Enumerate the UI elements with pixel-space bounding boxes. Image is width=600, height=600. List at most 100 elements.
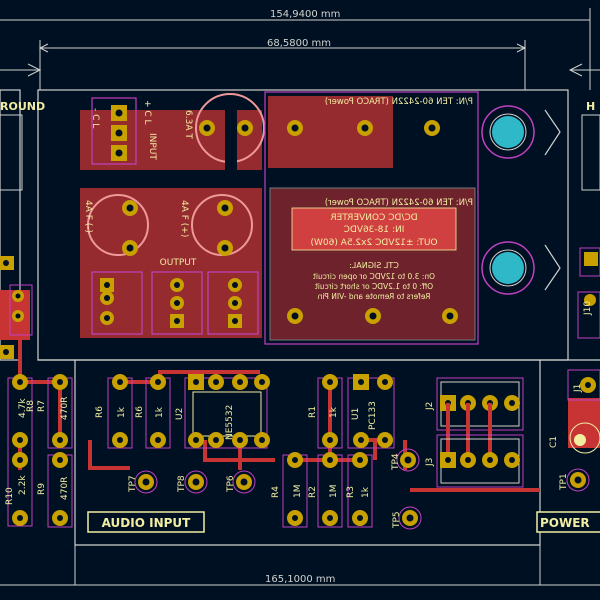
resistor-r3[interactable] — [347, 452, 373, 528]
left-screen-box — [0, 114, 23, 191]
audio-input-label: AUDIO INPUT — [102, 516, 192, 530]
dimension-top-overall-label: 154,9400 mm — [270, 9, 340, 20]
converter-label-panel — [291, 207, 457, 251]
converter-title: DC/DC CONVERTER — [330, 213, 417, 223]
converter-pn-top: P/N: TEN 60-2422N (TRACO Power) — [325, 97, 473, 107]
fuse-4a-right-label: 4A F (+) — [179, 200, 189, 237]
connector-j3[interactable] — [436, 434, 524, 488]
dimension-bottom-overall-label: 165,1000 mm — [265, 574, 335, 585]
mounting-hole-bottom — [481, 241, 535, 295]
u1-value: PC133 — [368, 401, 378, 430]
audio-input-label-box — [87, 511, 205, 533]
dimension-top-overall — [0, 8, 591, 90]
connector-j10[interactable] — [577, 247, 600, 339]
u2-refdes: U2 — [175, 408, 185, 420]
r3-value: 1k — [361, 486, 371, 498]
r1-value: 1k — [329, 406, 339, 418]
dimension-bottom-overall — [0, 545, 600, 586]
power-label-box — [536, 511, 600, 533]
j3-refdes: J3 — [425, 458, 435, 467]
resistor-r6[interactable] — [107, 374, 133, 449]
r7-value: 470R — [60, 397, 70, 420]
board-outline — [0, 89, 600, 546]
test-point-tp6[interactable] — [232, 470, 256, 494]
r8-value: 4.7k — [18, 398, 28, 418]
capacitor-c1[interactable] — [569, 422, 600, 454]
resistor-r5[interactable] — [145, 374, 171, 449]
resistor-r4[interactable] — [282, 452, 308, 528]
output-connector-1[interactable] — [91, 271, 143, 335]
converter-ctl-on: On: 3.0 to 12VDC or open circuit — [313, 272, 435, 281]
converter-top-pads[interactable] — [287, 120, 440, 136]
j2-refdes: J2 — [425, 402, 435, 411]
output-fuse-pads[interactable] — [122, 200, 233, 256]
r10-refdes: R10 — [5, 487, 15, 505]
left-connector-pads[interactable] — [0, 256, 33, 359]
test-point-tp5[interactable] — [398, 506, 422, 530]
fuse-rating-label: 6.3A T — [183, 110, 193, 139]
input-connector-courtyard — [91, 97, 137, 165]
converter-pn-mirror: P/N: TEN 60-2422N (TRACO Power) — [325, 198, 473, 208]
resistor-r2[interactable] — [317, 452, 343, 528]
ic-u2[interactable] — [184, 374, 270, 449]
dimension-top-inner-label: 68,5800 mm — [267, 38, 331, 49]
r4-refdes: R4 — [271, 486, 281, 498]
right-h-label: H — [586, 100, 595, 113]
tp8-label: TP8 — [177, 475, 187, 493]
right-screen-box — [581, 114, 600, 191]
input-label: INPUT — [147, 133, 157, 160]
r7-refdes: R7 — [37, 400, 47, 412]
c1-refdes: C1 — [549, 436, 559, 448]
u1-refdes: U1 — [351, 408, 361, 420]
ic-u1[interactable] — [347, 374, 395, 449]
input-fuse-pads[interactable] — [199, 120, 253, 136]
test-point-tp7[interactable] — [134, 470, 158, 494]
converter-ctl-ref: Refers to Remote and -VIN Pin — [317, 292, 430, 301]
converter-out: OUT: ±12VDC 2x2.5A (60W) — [310, 238, 437, 248]
test-point-tp1[interactable] — [566, 468, 590, 492]
j10-refdes: J10 — [583, 301, 593, 316]
r6-value: 1k — [117, 406, 127, 418]
converter-courtyard — [264, 91, 479, 345]
r1-refdes: R1 — [308, 406, 318, 418]
r2-refdes: R2 — [308, 486, 318, 498]
output-connector-2[interactable] — [151, 271, 203, 335]
tp7-label: TP7 — [128, 475, 138, 493]
input-fuse-slot — [225, 104, 237, 172]
converter-bottom-pads[interactable] — [287, 308, 458, 324]
fuse-4a-left-label: 4A F (-) — [83, 200, 93, 233]
cutout-notches — [544, 109, 561, 291]
tp4-label: TP4 — [391, 453, 401, 471]
cl-right-label: + C L — [142, 100, 152, 125]
j2-j3-traces — [446, 403, 492, 460]
resistor-r9[interactable] — [47, 452, 73, 528]
output-fuse-left-outline — [87, 194, 149, 256]
tp6-label: TP6 — [226, 475, 236, 493]
r9-refdes: R9 — [37, 483, 47, 495]
output-label: OUTPUT — [160, 258, 197, 268]
j1-refdes: J1 — [573, 384, 583, 393]
r2-value: 1M — [329, 485, 339, 499]
r9-value: 470R — [60, 477, 70, 500]
dimension-top-inner — [0, 40, 600, 90]
r5-refdes: R6 — [135, 406, 145, 418]
power-label: POWER — [540, 516, 590, 530]
ground-label: ROUND — [0, 100, 45, 113]
test-point-tp8[interactable] — [184, 470, 208, 494]
converter-ctl-off: Off: 0 to 1.2VDC or short circuit — [315, 282, 433, 291]
connector-j2[interactable] — [436, 377, 524, 431]
resistor-r1[interactable] — [317, 374, 343, 449]
audio-traces — [0, 328, 540, 492]
cl-left-label: - C L — [90, 108, 100, 128]
resistor-r10[interactable] — [12, 452, 28, 526]
tp5-label: TP5 — [392, 511, 402, 529]
test-point-tp4[interactable] — [396, 448, 420, 472]
converter-ctl-title: CTL SIGNAL: — [349, 261, 399, 270]
resistor-r7[interactable] — [47, 374, 73, 449]
output-connector-3[interactable] — [207, 271, 259, 335]
u2-value: NE5532 — [225, 405, 235, 440]
input-connector-pads[interactable] — [111, 105, 127, 161]
connector-j1[interactable] — [567, 369, 600, 401]
r3-refdes: R3 — [346, 486, 356, 498]
